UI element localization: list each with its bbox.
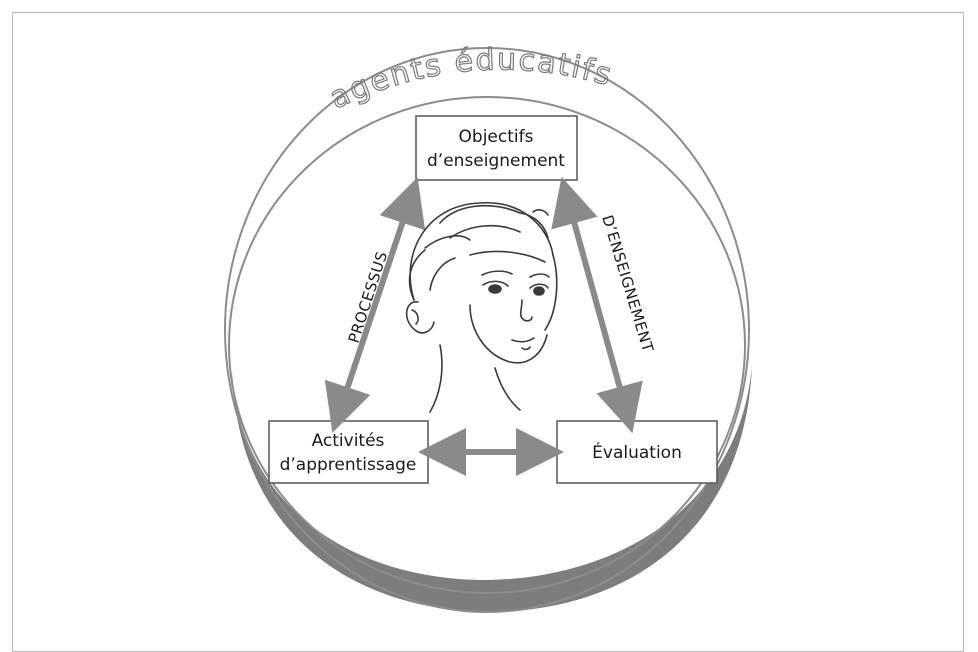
node-objectives: Objectifs d’enseignement [415,115,578,181]
child-face-icon [405,202,558,413]
outer-arc-label: agents éducatifs [324,42,616,116]
node-objectives-line1: Objectifs [459,127,534,147]
inner-ring [228,96,746,594]
node-activities-line2: d’apprentissage [280,455,417,475]
teaching-process-diagram: agents éducatifs Objectifs d’enseignemen… [224,42,752,613]
node-activities: Activités d’apprentissage [268,420,429,484]
arrow-left-double [324,177,426,433]
arrow-right-double [551,176,643,434]
node-evaluation-label: Évaluation [592,441,682,463]
node-activities-line1: Activités [312,431,385,451]
node-objectives-line2: d’enseignement [427,151,565,171]
outer-ring [224,47,750,613]
node-evaluation: Évaluation [556,420,718,484]
ring-crescent-shadow [232,365,752,612]
